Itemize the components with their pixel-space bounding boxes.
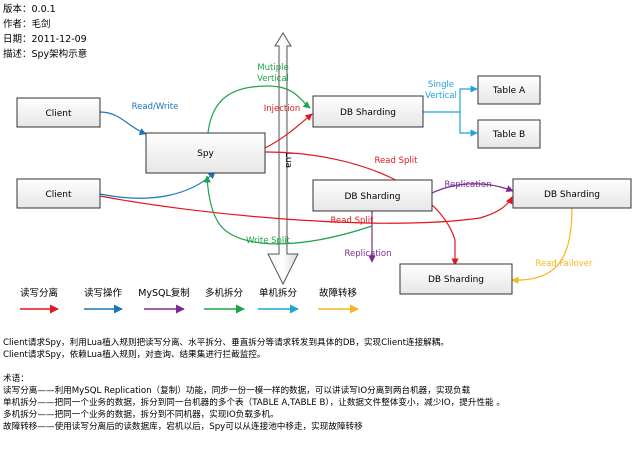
lua-arrow: Lua <box>267 32 299 286</box>
edge-labels: Read/Write Mutiple Vertical Injection Si… <box>132 63 593 269</box>
legend-item-read-write: 读写操作 <box>84 287 123 314</box>
spy-node: Spy <box>145 132 266 174</box>
date-text: 日期：2011-12-09 <box>3 34 87 45</box>
note-line-3: 术语： <box>3 374 29 384</box>
legend-item-failover: 故障转移 <box>318 287 359 314</box>
svg-text:DB Sharding: DB Sharding <box>340 108 396 118</box>
svg-text:读写操作: 读写操作 <box>84 287 123 299</box>
edge-write-split <box>203 175 373 245</box>
nodes: Client Client Spy DB Sharding DB Shardin… <box>16 75 632 295</box>
read-split-label-1: Read Split <box>375 156 419 166</box>
replication-label-1: Replication <box>444 180 491 190</box>
description-notes: Client请求Spy，利用Lua植入规则把读写分离、水平拆分、垂直拆分等请求转… <box>3 337 633 433</box>
multiple-vertical-label-1: Mutiple <box>257 63 288 73</box>
svg-text:Spy: Spy <box>197 149 214 159</box>
legend-item-single-machine-split: 单机拆分 <box>258 287 299 314</box>
svg-text:Table A: Table A <box>492 86 526 96</box>
connectors <box>99 85 573 284</box>
svg-text:Table B: Table B <box>492 130 525 140</box>
document-metadata: 版本：0.0.1 作者：毛剑 日期：2011-12-09 描述：Spy架构示意 <box>3 2 87 62</box>
svg-text:MySQL复制: MySQL复制 <box>138 287 190 299</box>
author-text: 作者：毛剑 <box>3 19 51 30</box>
lua-label: Lua <box>283 152 293 168</box>
legend-item-multi-machine-split: 多机拆分 <box>204 287 245 314</box>
svg-text:DB Sharding: DB Sharding <box>544 190 600 200</box>
note-line-5: 单机拆分——把同一个业务的数据，拆分到同一台机器的多个表（TABLE A,TAB… <box>3 398 505 408</box>
edge-read-split-2 <box>99 195 513 224</box>
svg-text:读写分离: 读写分离 <box>20 287 58 299</box>
note-line-6: 多机拆分——把同一个业务的数据，拆分到不同机器，实现IO负载多机。 <box>3 410 279 420</box>
note-line-1: Client请求Spy，利用Lua植入规则把读写分离、水平拆分、垂直拆分等请求转… <box>3 338 449 348</box>
legend-item-mysql-replication: MySQL复制 <box>138 287 190 314</box>
single-vertical-label-1: Single <box>428 80 454 90</box>
svg-text:Client: Client <box>45 109 72 119</box>
description-text: 描述：Spy架构示意 <box>3 49 88 60</box>
replication-label-2: Replication <box>344 249 391 259</box>
db-sharding-node-1: DB Sharding <box>312 95 424 128</box>
edge-read-failover <box>511 205 573 284</box>
read-failover-label: Read Failover <box>535 259 593 269</box>
read-write-label: Read/Write <box>132 102 179 112</box>
edge-single-vertical-a <box>395 85 478 113</box>
read-split-label-2: Read Split <box>331 216 375 226</box>
svg-text:DB Sharding: DB Sharding <box>344 192 400 202</box>
write-split-label: Write Split <box>246 236 291 246</box>
edge-multiple-vertical <box>207 85 311 134</box>
db-sharding-node-4: DB Sharding <box>399 263 513 295</box>
note-line-2: Client请求Spy，依赖Lua植入规则，对查询、结果集进行拦截监控。 <box>3 350 266 360</box>
edge-read-write <box>99 111 147 136</box>
svg-text:故障转移: 故障转移 <box>319 287 358 299</box>
svg-text:单机拆分: 单机拆分 <box>259 287 298 299</box>
client-node-1: Client <box>16 97 101 128</box>
edge-injection <box>264 113 313 149</box>
table-b-node: Table B <box>477 119 541 149</box>
version-text: 版本：0.0.1 <box>3 4 56 15</box>
single-vertical-label-2: Vertical <box>425 91 457 101</box>
svg-text:Client: Client <box>45 190 72 200</box>
legend: 读写分离 读写操作 MySQL复制 多机拆分 单机拆分 故障转移 <box>20 287 359 314</box>
legend-item-read-write-split: 读写分离 <box>20 287 59 314</box>
multiple-vertical-label-2: Vertical <box>257 74 289 84</box>
table-a-node: Table A <box>477 75 541 105</box>
svg-text:DB Sharding: DB Sharding <box>428 275 484 285</box>
injection-label: Injection <box>264 104 300 114</box>
edge-replication-1 <box>431 183 514 194</box>
note-line-4: 读写分离——利用MySQL Replication（复制）功能，同步一份一模一样… <box>3 386 471 396</box>
edge-single-vertical-b <box>459 112 478 137</box>
client-node-2: Client <box>16 178 101 209</box>
edge-client2-spy <box>99 171 216 199</box>
db-sharding-node-2: DB Sharding <box>312 179 433 212</box>
db-sharding-node-3: DB Sharding <box>512 178 632 209</box>
svg-text:多机拆分: 多机拆分 <box>205 287 244 299</box>
note-line-7: 故障转移——使用读写分离后的读数据库，宕机以后，Spy可以从连接池中移走，实现故… <box>3 422 363 432</box>
